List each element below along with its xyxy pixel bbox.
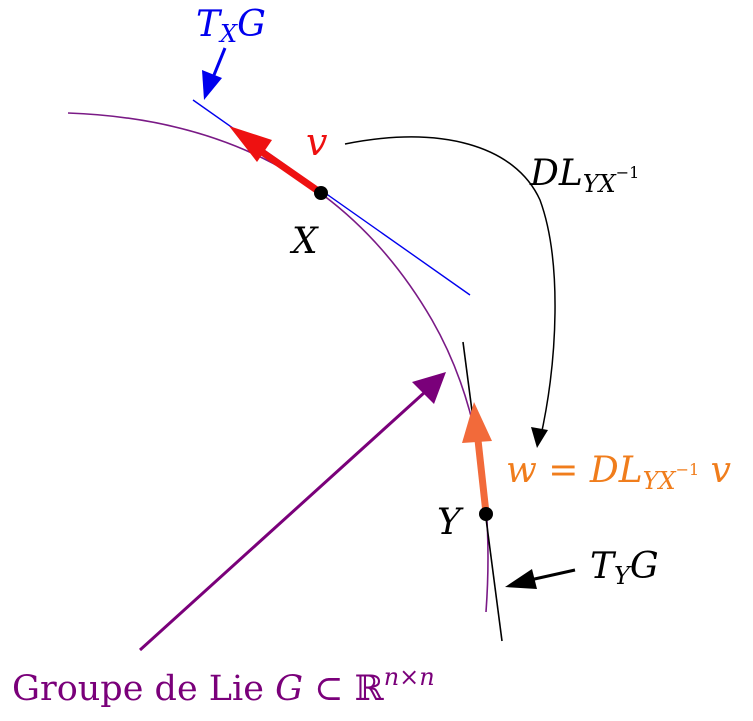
vector-v-arrowhead-icon <box>229 126 272 162</box>
group-pointer-arrowhead-icon <box>412 372 446 404</box>
point-y-icon <box>479 507 493 521</box>
label-tyg-sub: Y <box>614 562 632 590</box>
label-y: Y <box>437 502 464 543</box>
label-tyg: TYG <box>590 546 659 590</box>
label-txg: TXG <box>196 4 266 48</box>
label-w-sup: −1 <box>676 460 700 479</box>
label-txg-g: G <box>237 4 266 45</box>
label-w-eq: = <box>537 450 590 491</box>
label-group-r: ℝ <box>355 669 385 709</box>
label-dl-sub: YX <box>583 170 617 198</box>
vector-w-arrowhead-icon <box>462 402 492 443</box>
label-txg-sub: X <box>218 20 238 48</box>
label-group-subset: ⊂ <box>303 669 355 709</box>
label-x: X <box>289 221 319 262</box>
vector-v-shaft <box>260 149 323 196</box>
label-group-g: G <box>275 669 303 709</box>
map-arrow-dl-arrowhead-icon <box>531 427 548 448</box>
vector-w-shaft <box>474 439 490 514</box>
label-w-l: L <box>618 450 643 491</box>
txg-pointer-arrow <box>212 47 227 76</box>
label-group-sup: n×n <box>384 663 435 691</box>
label-group: Groupe de Lie G ⊂ ℝn×n <box>12 663 435 709</box>
label-tyg-g: G <box>630 546 659 587</box>
txg-pointer-arrowhead-icon <box>202 70 222 100</box>
tyg-pointer-shaft <box>529 568 576 582</box>
label-tyg-t: T <box>590 546 617 587</box>
label-dl-sup: −1 <box>616 163 640 182</box>
label-w-w: w <box>506 450 537 491</box>
label-w-d: D <box>589 450 619 491</box>
label-w-v: v <box>699 450 731 491</box>
label-dl: DLYX−1 <box>529 153 639 198</box>
label-txg-t: T <box>196 4 223 45</box>
label-group-text: Groupe de Lie <box>12 669 275 709</box>
group-pointer-shaft <box>138 390 427 652</box>
lie-group-curve <box>67 112 489 613</box>
label-v: v <box>306 120 328 164</box>
map-arrow-dl <box>344 136 556 441</box>
label-w: w = DLYX−1 v <box>506 450 731 495</box>
label-dl-l: L <box>558 153 583 194</box>
label-dl-d: D <box>529 153 559 194</box>
point-x-icon <box>314 186 328 200</box>
tyg-pointer-arrowhead-icon <box>505 569 537 589</box>
label-w-sub: YX <box>643 467 677 495</box>
